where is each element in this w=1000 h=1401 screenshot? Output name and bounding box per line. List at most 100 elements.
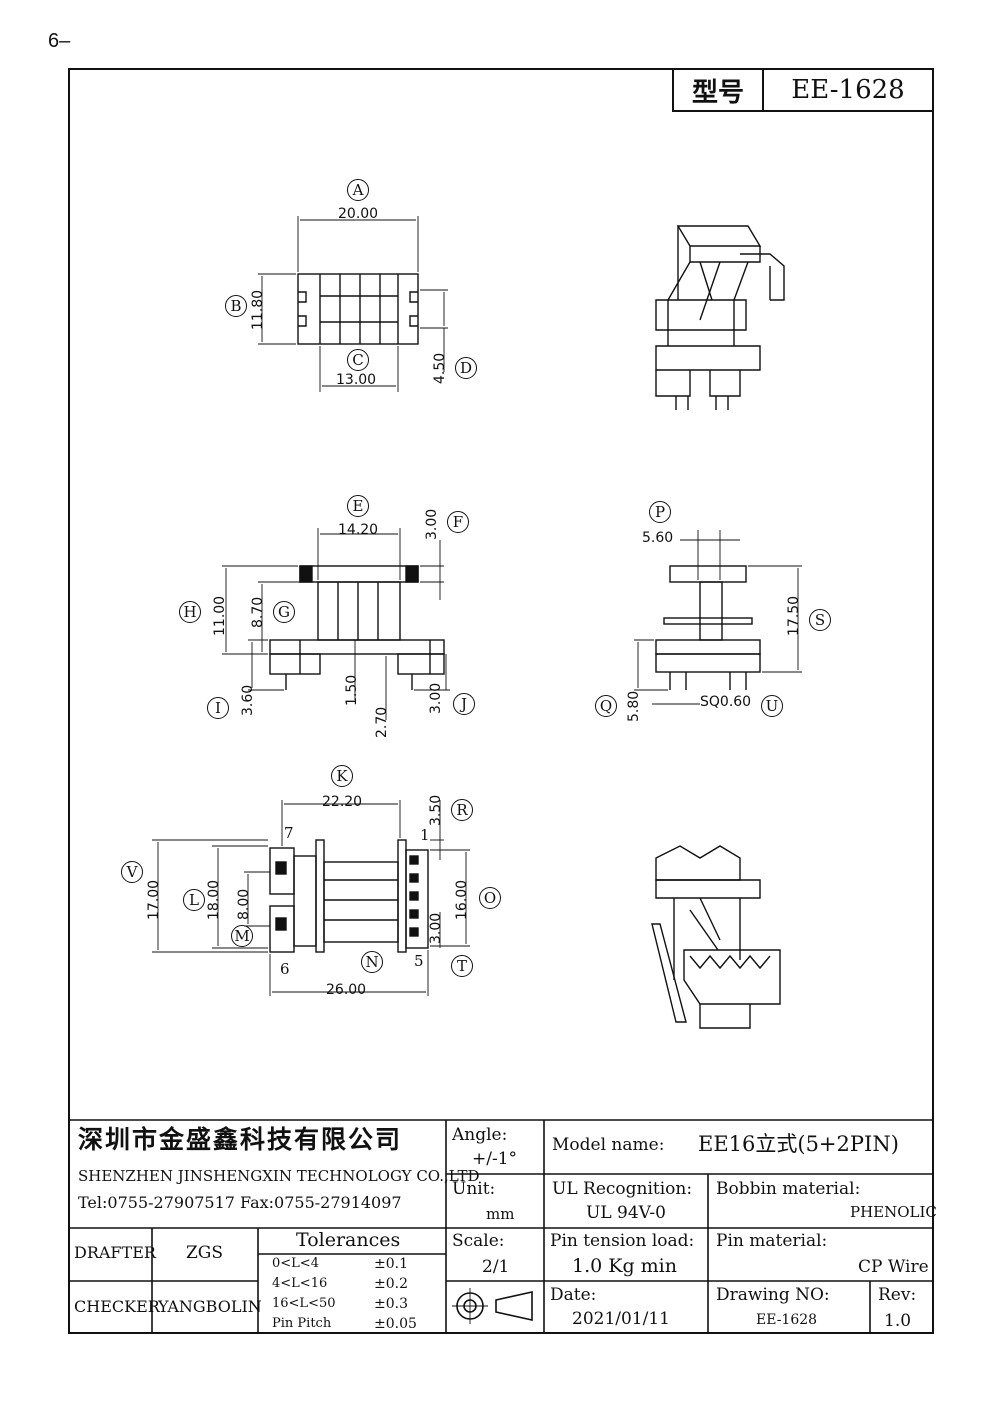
dim-value-t: 3.00 bbox=[428, 912, 444, 944]
bobbin-value: PHENOLIC bbox=[850, 1203, 937, 1221]
unit-value: mm bbox=[486, 1205, 515, 1223]
scale-label: Scale: bbox=[452, 1231, 505, 1251]
dim-value-c: 13.00 bbox=[336, 372, 377, 388]
checker-label: CHECKER bbox=[74, 1297, 160, 1316]
pin-material-value: CP Wire bbox=[858, 1257, 929, 1277]
dim-value-p: 5.60 bbox=[642, 530, 674, 546]
pin-label-6: 6 bbox=[280, 960, 290, 978]
drawing-no-value: EE-1628 bbox=[756, 1312, 818, 1328]
dim-value-b: 11.80 bbox=[250, 289, 266, 330]
dim-value-v: 17.00 bbox=[146, 879, 162, 920]
dim-value-d: 4.50 bbox=[432, 352, 448, 384]
bottom-view bbox=[152, 800, 470, 996]
dim-letter-g: G bbox=[273, 601, 295, 623]
model-name-label: Model name: bbox=[552, 1135, 665, 1155]
tolerance-value: ±0.05 bbox=[374, 1316, 417, 1332]
dim-letter-h: H bbox=[179, 601, 201, 623]
drawing-frame bbox=[68, 68, 934, 1334]
pin-tension-label: Pin tension load: bbox=[550, 1231, 695, 1251]
model-box: 型号 EE-1628 bbox=[672, 68, 934, 112]
dim-letter-j: J bbox=[453, 693, 475, 715]
model-key: 型号 bbox=[674, 70, 764, 110]
date-label: Date: bbox=[550, 1285, 597, 1305]
dim-letter-o: O bbox=[479, 887, 501, 909]
dim-letter-k: K bbox=[331, 765, 353, 787]
isometric-view-bottom bbox=[651, 845, 781, 1029]
angle-label: Angle: bbox=[452, 1125, 508, 1145]
dim-value-a: 20.00 bbox=[338, 206, 379, 222]
company-name-cn: 深圳市金盛鑫科技有限公司 bbox=[78, 1125, 403, 1154]
dim-letter-p: P bbox=[649, 501, 671, 523]
dim-value-o: 16.00 bbox=[454, 879, 470, 920]
dim-letter-u: U bbox=[761, 695, 783, 717]
pin-tension-value: 1.0 Kg min bbox=[572, 1255, 677, 1277]
dim-value-j-extra-1: 1.50 bbox=[344, 674, 360, 706]
dim-value-j-extra-2: 2.70 bbox=[374, 706, 390, 738]
dim-value-g: 8.70 bbox=[250, 596, 266, 628]
pin-label-7: 7 bbox=[284, 824, 294, 842]
pin-material-label: Pin material: bbox=[716, 1231, 828, 1251]
rev-value: 1.0 bbox=[884, 1311, 912, 1331]
dim-letter-t: T bbox=[451, 955, 473, 977]
tolerance-value: ±0.2 bbox=[374, 1276, 408, 1292]
scale-value: 2/1 bbox=[482, 1257, 510, 1277]
tolerance-value: ±0.1 bbox=[374, 1256, 408, 1272]
dim-value-m: 8.00 bbox=[236, 888, 252, 920]
dim-value-r: 3.50 bbox=[428, 794, 444, 826]
dim-value-n: 26.00 bbox=[326, 982, 367, 998]
ul-value: UL 94V-0 bbox=[586, 1203, 666, 1223]
rev-label: Rev: bbox=[878, 1285, 917, 1305]
dim-value-h: 11.00 bbox=[212, 595, 228, 636]
pin-label-5: 5 bbox=[414, 952, 424, 970]
dim-value-e: 14.20 bbox=[338, 522, 379, 538]
page-marker: 6– bbox=[48, 30, 71, 52]
title-block-grid bbox=[68, 1119, 934, 1334]
dim-letter-l: L bbox=[183, 889, 205, 911]
dim-value-i: 3.60 bbox=[240, 684, 256, 716]
tolerances-label: Tolerances bbox=[296, 1229, 401, 1251]
dim-letter-s: S bbox=[809, 609, 831, 631]
dim-letter-m: M bbox=[231, 925, 253, 947]
tolerance-range: Pin Pitch bbox=[272, 1316, 332, 1331]
company-name-en: SHENZHEN JINSHENGXIN TECHNOLOGY CO.,LTD bbox=[78, 1167, 480, 1185]
dim-value-j: 3.00 bbox=[428, 682, 444, 714]
date-value: 2021/01/11 bbox=[572, 1309, 670, 1329]
tolerance-range: 16<L<50 bbox=[272, 1296, 336, 1311]
dim-letter-c: C bbox=[347, 349, 369, 371]
dim-letter-q: Q bbox=[595, 695, 617, 717]
dim-letter-d: D bbox=[455, 357, 477, 379]
model-value: EE-1628 bbox=[791, 75, 905, 105]
dim-value-q: 5.80 bbox=[626, 690, 642, 722]
dim-letter-v: V bbox=[121, 861, 143, 883]
ul-label: UL Recognition: bbox=[552, 1179, 693, 1199]
dim-letter-b: B bbox=[225, 295, 247, 317]
dim-letter-f: F bbox=[447, 511, 469, 533]
unit-label: Unit: bbox=[452, 1179, 496, 1199]
tolerance-range: 4<L<16 bbox=[272, 1276, 328, 1291]
pin-label-1: 1 bbox=[420, 826, 430, 844]
dim-letter-n: N bbox=[361, 951, 383, 973]
isometric-view-top bbox=[655, 225, 785, 410]
bobbin-label: Bobbin material: bbox=[716, 1179, 861, 1199]
dim-letter-r: R bbox=[451, 799, 473, 821]
drawing-no-label: Drawing NO: bbox=[716, 1285, 830, 1305]
dim-value-k: 22.20 bbox=[322, 794, 363, 810]
model-name-value: EE16立式(5+2PIN) bbox=[698, 1132, 899, 1156]
dim-letter-e: E bbox=[347, 495, 369, 517]
angle-value: +/-1° bbox=[472, 1149, 518, 1169]
dim-value-f: 3.00 bbox=[424, 508, 440, 540]
top-view bbox=[258, 216, 448, 392]
side-view bbox=[634, 530, 802, 705]
drafter-label: DRAFTER bbox=[74, 1243, 156, 1262]
tolerance-range: 0<L<4 bbox=[272, 1256, 319, 1271]
dim-value-s: 17.50 bbox=[786, 595, 802, 636]
tolerance-value: ±0.3 bbox=[374, 1296, 408, 1312]
dim-letter-a: A bbox=[347, 179, 369, 201]
dim-value-l: 18.00 bbox=[206, 879, 222, 920]
checker-value: YANGBOLIN bbox=[158, 1297, 262, 1316]
drafter-value: ZGS bbox=[186, 1243, 224, 1263]
front-view bbox=[222, 528, 450, 720]
dim-letter-i: I bbox=[207, 697, 229, 719]
tel-fax: Tel:0755-27907517 Fax:0755-27914097 bbox=[78, 1193, 402, 1212]
